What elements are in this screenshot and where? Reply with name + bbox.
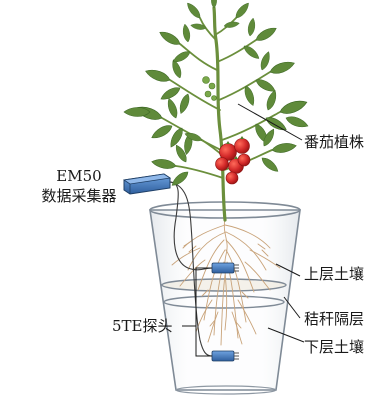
- label-plant: 番茄植株: [304, 133, 365, 151]
- ripe-tomatoes: [215, 136, 251, 185]
- leader-plant: [237, 103, 303, 141]
- leader-upper-soil: [275, 263, 301, 277]
- sensor-cables: [169, 181, 213, 357]
- label-upper-soil: 上层土壤: [304, 265, 365, 283]
- pot-body: [149, 209, 301, 391]
- tomato-plant: [123, 0, 310, 222]
- root-system: [171, 217, 281, 346]
- probe-lower: [211, 350, 239, 362]
- probe-upper: [211, 262, 239, 274]
- label-lower-soil: 下层土壤: [304, 338, 365, 356]
- green-fruits: [202, 76, 217, 101]
- leader-probe: [182, 267, 212, 357]
- cable-lower: [169, 181, 213, 357]
- leader-straw-layer: [283, 296, 301, 319]
- label-straw-layer: 秸秆隔层: [304, 310, 365, 328]
- leader-lines: [182, 103, 305, 357]
- pot-bottom: [175, 385, 277, 395]
- label-logger-name: 数据采集器: [41, 187, 117, 205]
- cable-upper: [169, 181, 213, 271]
- leader-lower-soil: [267, 327, 305, 343]
- label-logger-model: EM50: [56, 167, 102, 185]
- label-probe: 5TE探头: [112, 317, 173, 335]
- em50-data-logger: [122, 173, 172, 195]
